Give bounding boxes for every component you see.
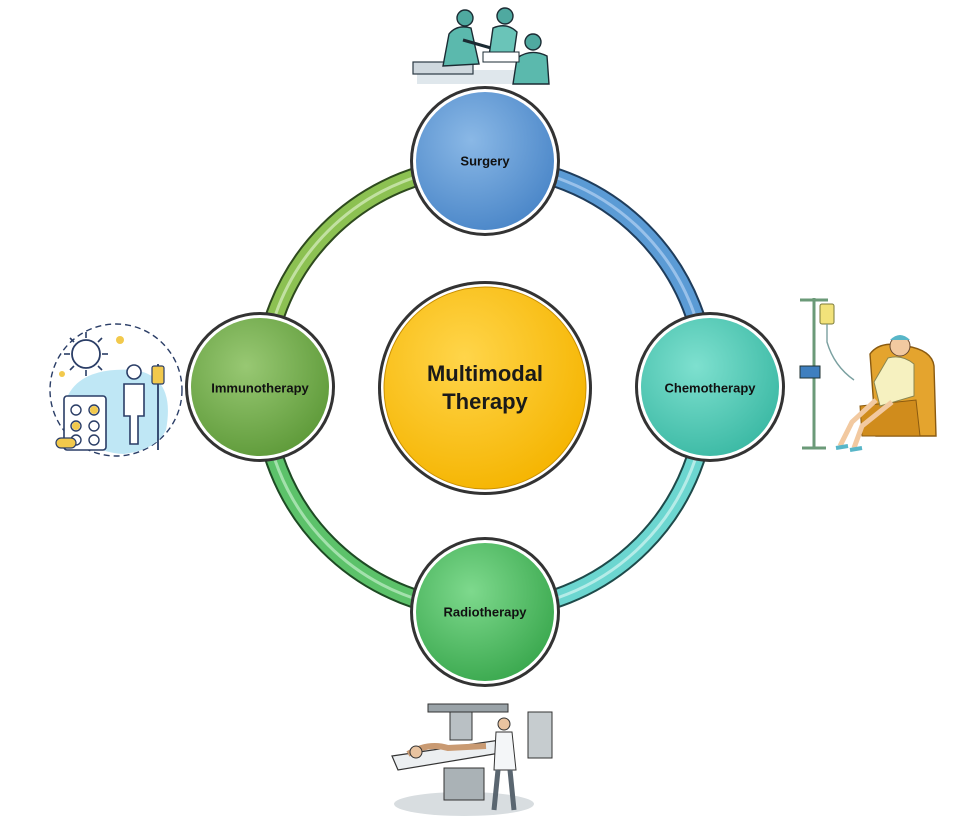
patient-iv-drip-icon <box>799 298 937 452</box>
radiation-machine-icon <box>391 703 553 816</box>
surgeons-operating-icon <box>412 7 550 85</box>
radiotherapy-node <box>410 537 560 687</box>
immunotherapy-node <box>185 312 335 462</box>
center-node <box>378 281 592 495</box>
virus-pills-patient-icon <box>49 323 183 457</box>
chemotherapy-node <box>635 312 785 462</box>
surgery-node <box>410 86 560 236</box>
